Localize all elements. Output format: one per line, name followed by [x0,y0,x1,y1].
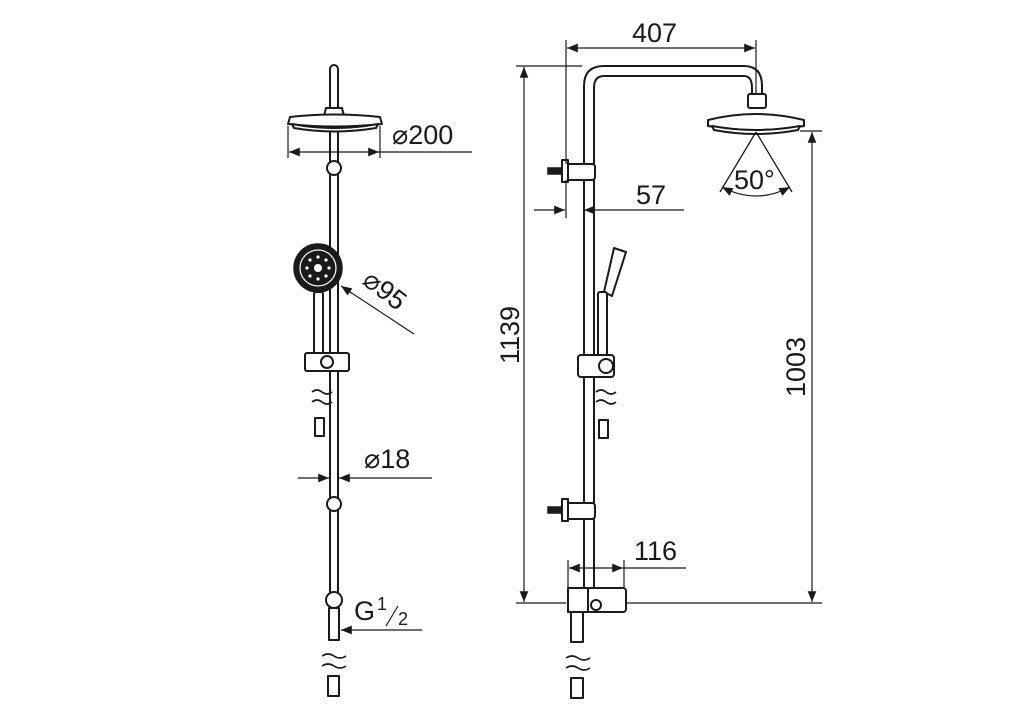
front-head-shower [287,107,383,133]
rail-diameter-value: 18 [380,444,410,474]
svg-text:⌀18: ⌀18 [364,444,410,474]
dim-rail-diameter: ⌀18 [298,444,432,483]
side-hand-shower [597,247,627,359]
front-mixer-connection [321,591,347,697]
mixer-depth-value: 116 [634,536,677,566]
svg-text:⌀200: ⌀200 [392,120,453,150]
front-view: ⌀200 ⌀95 ⌀18 G 1 2 [287,64,472,697]
side-view: 407 1139 57 1003 116 [495,18,822,699]
front-bracket-ring-2 [326,496,342,512]
dim-wall-offset: 57 [534,180,684,218]
front-hose [311,389,333,437]
side-arm-pipe [583,65,763,601]
side-slider-holder [577,354,615,378]
side-mixer [565,587,627,699]
head-height-value: 1003 [781,337,811,397]
side-head-shower [707,93,805,135]
dim-mixer-depth: 116 [567,536,686,588]
side-wall-bracket-bottom [547,498,596,522]
front-bracket-ring-1 [326,160,342,176]
spray-angle-value: 50° [734,165,775,195]
dim-hand-diameter: ⌀95 [340,264,415,335]
dim-thread: G 1 2 [341,594,422,635]
svg-text:⌀95: ⌀95 [357,264,412,316]
side-wall-bracket-top [547,159,596,183]
dim-head-diameter: ⌀200 [287,120,472,158]
total-height-value: 1139 [495,306,525,364]
thread-prefix: G [354,596,375,626]
dim-total-height: 1139 [495,65,582,604]
arm-reach-value: 407 [632,18,677,48]
front-hand-shower [293,243,343,359]
thread-numerator: 1 [377,594,387,614]
head-diameter-value: 200 [408,120,453,150]
front-slider-holder [304,352,350,372]
side-hose [595,389,617,439]
dim-arm-reach: 407 [565,18,757,164]
wall-offset-value: 57 [636,180,666,210]
dim-spray-angle: 50° [719,131,793,197]
thread-denominator: 2 [398,609,408,629]
dim-head-height: 1003 [626,130,822,604]
